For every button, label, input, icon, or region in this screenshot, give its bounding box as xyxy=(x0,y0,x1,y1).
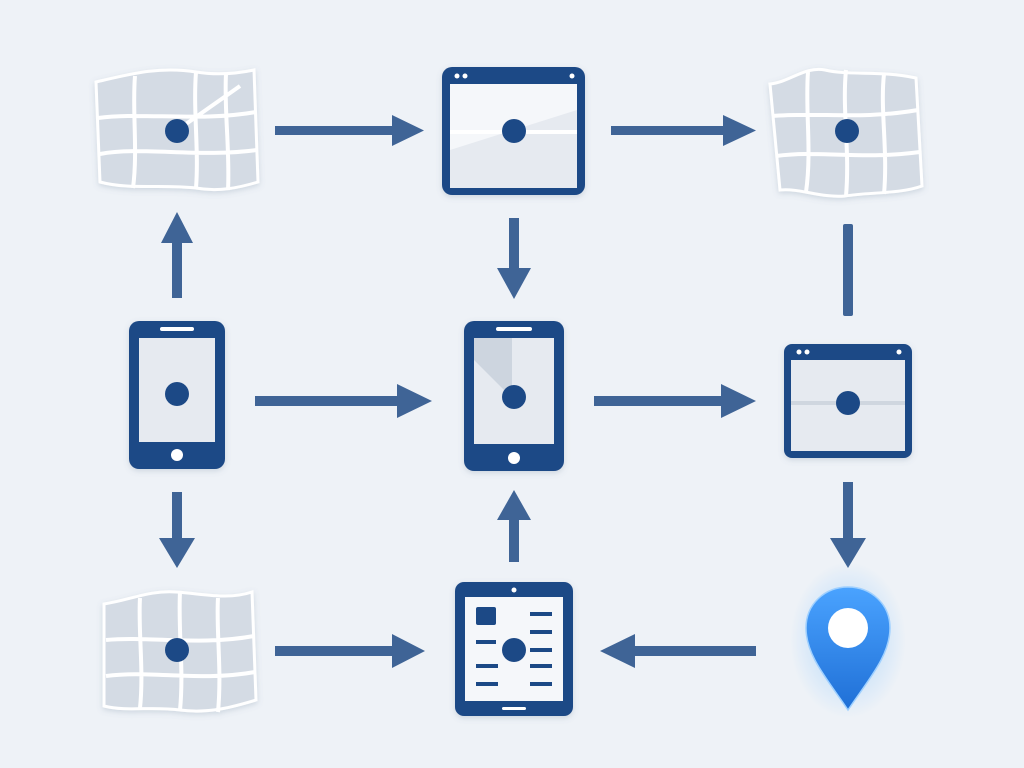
node-dot xyxy=(502,638,526,662)
edge-browser-top-center-to-map-top-right xyxy=(611,115,756,146)
node-tablet-bottom-center xyxy=(455,582,573,716)
edge-tablet-bottom-center-to-phone-center xyxy=(497,490,531,562)
edge-browser-top-center-to-phone-center xyxy=(497,218,531,299)
edge-map-top-left-to-browser-top-center xyxy=(275,115,424,146)
node-dot xyxy=(836,391,860,415)
edge-phone-middle-left-to-phone-center xyxy=(255,384,432,418)
node-browser-middle-right xyxy=(784,344,912,458)
node-map-bottom-left xyxy=(102,589,258,713)
edge-phone-middle-left-to-map-bottom-left xyxy=(159,492,195,568)
node-pin-bottom-right xyxy=(790,562,906,718)
edges-group xyxy=(159,115,866,668)
edge-pin-bottom-right-to-tablet-bottom-center xyxy=(600,634,756,668)
location-pin-icon xyxy=(790,562,906,718)
edge-map-bottom-left-to-tablet-bottom-center xyxy=(275,634,425,668)
node-dot xyxy=(165,382,189,406)
edge-browser-middle-right-to-pin-bottom-right xyxy=(830,482,866,568)
node-dot xyxy=(835,119,859,143)
edge-map-top-right-to-browser-middle-right xyxy=(843,224,853,316)
edge-phone-middle-left-to-map-top-left xyxy=(161,212,193,298)
node-dot xyxy=(165,119,189,143)
node-dot xyxy=(502,119,526,143)
node-map-top-right xyxy=(768,67,924,198)
node-phone-middle-left xyxy=(129,321,225,469)
node-phone-center xyxy=(464,321,564,471)
node-dot xyxy=(502,385,526,409)
node-browser-top-center xyxy=(442,67,585,195)
node-map-top-left xyxy=(94,68,260,192)
node-dot xyxy=(165,638,189,662)
edge-phone-center-to-browser-middle-right xyxy=(594,384,756,418)
